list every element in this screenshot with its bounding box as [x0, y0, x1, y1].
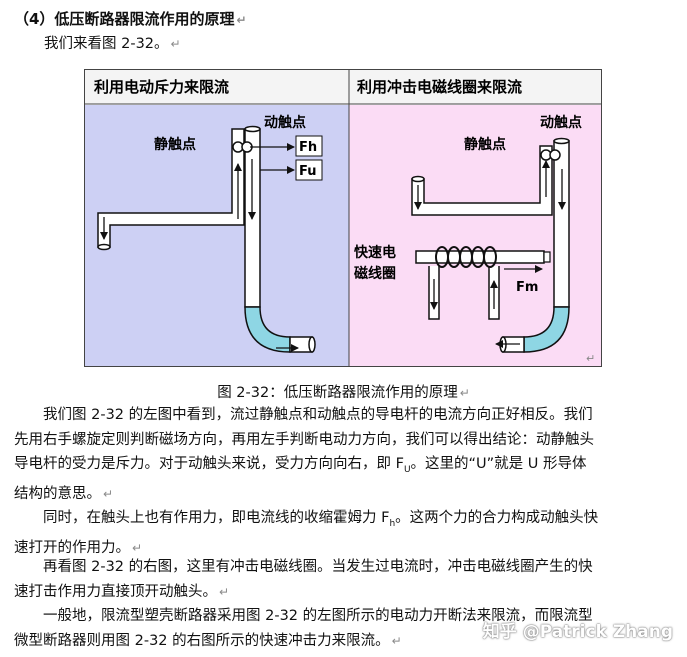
- subscript: U: [403, 464, 411, 475]
- paragraph-line: 速打开的作用力。↵: [14, 536, 674, 561]
- paragraph-line: 同时，在触头上也有作用力，即电流线的收缩霍姆力 Fh。这两个力的合力构成动触头快: [14, 506, 674, 536]
- right-moving-contact-label: 动触点: [540, 114, 582, 131]
- figure-caption-text: 图 2-32：低压断路器限流作用的原理: [217, 385, 458, 401]
- figure-caption: 图 2-32：低压断路器限流作用的原理↵: [0, 381, 687, 402]
- left-panel-title: 利用电动斥力来限流: [94, 78, 229, 96]
- right-static-conductor: [411, 145, 553, 216]
- fm-label: Fm: [516, 280, 538, 295]
- paragraph-mark: ↵: [170, 37, 181, 51]
- paragraph-line-text: 微型断路器则用图 2-32 的右图所示的快速冲击力来限流。: [14, 632, 390, 649]
- figure-2-32: 利用电动斥力来限流 利用冲击电磁线圈来限流 Fh Fu 静触点 动触点: [84, 69, 602, 367]
- right-moving-contact: [549, 149, 561, 161]
- paragraph-line-text: 再看图 2-32 的右图，这里有冲击电磁线圈。当发生过电流时，冲击电磁线圈产生的…: [43, 559, 593, 575]
- right-panel-title: 利用冲击电磁线圈来限流: [357, 78, 522, 96]
- fu-box: [295, 159, 323, 181]
- paragraph-line-text: 我们图 2-32 的左图中看到，流过静触点和动触点的导电杆的电流方向正好相反。我…: [43, 407, 593, 423]
- paragraph-line-text: 一般地，限流型塑壳断路器采用图 2-32 的左图所示的电动力开断法来限流，而限流…: [43, 608, 593, 624]
- coil-windings: [435, 246, 497, 268]
- left-conductor-end: [308, 336, 316, 353]
- paragraph-line: 先用右手螺旋定则判断磁场方向，再用左手判断电动力方向，我们可以得出结论：动静触头: [14, 428, 674, 453]
- paragraph-line-text: 导电杆的受力是斥力。对于动触头来说，受力方向向右，即 F: [14, 456, 404, 472]
- intro-line: 我们来看图 2-32。↵: [44, 34, 181, 54]
- paragraph-line-text: 。这两个力的合力构成动触头快: [395, 510, 599, 526]
- paragraph-line: 结构的意思。↵: [14, 482, 674, 507]
- right-static-contact-label: 静触点: [464, 136, 506, 153]
- left-static-contact-label: 静触点: [154, 136, 196, 153]
- paragraph-line-text: 速打击作用力直接顶开动触头。: [14, 583, 217, 600]
- section-heading-text: （4）低压断路器限流作用的原理: [14, 10, 235, 28]
- right-moving-rod: [553, 137, 570, 308]
- title-bar: [85, 70, 601, 104]
- paragraph-mark: ↵: [132, 541, 143, 556]
- paragraph-line: 一般地，限流型塑壳断路器采用图 2-32 的左图所示的电动力开断法来限流，而限流…: [14, 604, 674, 629]
- paragraph-line: 我们图 2-32 的左图中看到，流过静触点和动触点的导电杆的电流方向正好相反。我…: [14, 403, 674, 428]
- paragraph-line-text: 。这里的“U”就是 U 形导体: [410, 456, 587, 472]
- paragraph-mark: ↵: [391, 633, 402, 648]
- paragraph-line-text: 先用右手螺旋定则判断磁场方向，再用左手判断电动力方向，我们可以得出结论：动静触头: [14, 431, 594, 448]
- intro-text: 我们来看图 2-32。: [44, 36, 169, 52]
- section-heading: （4）低压断路器限流作用的原理↵: [14, 8, 247, 29]
- fh-label: Fh: [299, 140, 317, 155]
- paragraph-line-text: 速打开的作用力。: [14, 540, 130, 557]
- left-moving-contact-label: 动触点: [264, 114, 306, 131]
- watermark: 知乎 @Patrick Zhang: [482, 622, 673, 642]
- paragraph-2: 同时，在触头上也有作用力，即电流线的收缩霍姆力 Fh。这两个力的合力构成动触头快…: [14, 506, 674, 561]
- paragraph-4: 一般地，限流型塑壳断路器采用图 2-32 的左图所示的电动力开断法来限流，而限流…: [14, 604, 674, 653]
- paragraph-mark: ↵: [236, 13, 247, 27]
- paragraph-mark: ↵: [103, 487, 114, 502]
- paragraph-line: 速打击作用力直接顶开动触头。↵: [14, 580, 674, 605]
- fh-box: [295, 135, 323, 157]
- subscript: h: [389, 518, 396, 529]
- paragraph-line: 导电杆的受力是斥力。对于动触头来说，受力方向向右，即 FU。这里的“U”就是 U…: [14, 452, 674, 482]
- paragraph-3: 再看图 2-32 的右图，这里有冲击电磁线圈。当发生过电流时，冲击电磁线圈产生的…: [14, 555, 674, 604]
- coil-label-line1: 快速电: [354, 244, 396, 261]
- paragraph-mark: ↵: [586, 352, 595, 365]
- fu-label: Fu: [299, 164, 317, 179]
- paragraph-line: 微型断路器则用图 2-32 的右图所示的快速冲击力来限流。↵: [14, 629, 674, 654]
- plunger-tip: [543, 251, 551, 263]
- paragraph-line-text: 结构的意思。: [14, 486, 101, 503]
- paragraph-line: 再看图 2-32 的右图，这里有冲击电磁线圈。当发生过电流时，冲击电磁线圈产生的…: [14, 555, 674, 580]
- left-conductor: [97, 128, 245, 251]
- coil-label-line2: 磁线圈: [354, 265, 396, 282]
- paragraph-mark: ↵: [219, 584, 230, 599]
- paragraph-mark: ↵: [459, 386, 470, 400]
- paragraph-1: 我们图 2-32 的左图中看到，流过静触点和动触点的导电杆的电流方向正好相反。我…: [14, 403, 674, 507]
- paragraph-line-text: 同时，在触头上也有作用力，即电流线的收缩霍姆力 F: [43, 510, 390, 526]
